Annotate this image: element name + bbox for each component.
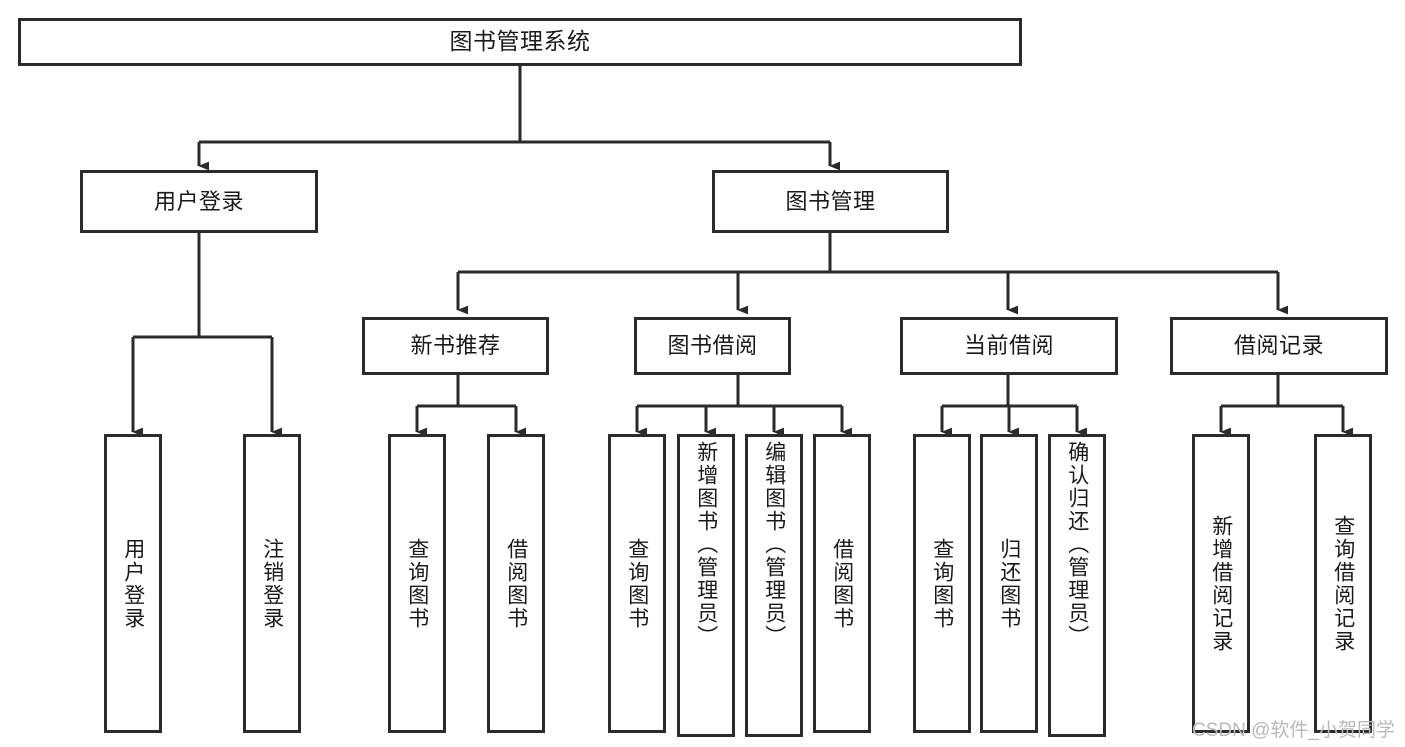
node-new-book-recommend[interactable]: 新书推荐 <box>362 317 549 375</box>
node-leaf-return-book-label: 归还图书 <box>997 537 1021 630</box>
node-leaf-user-login[interactable]: 用户登录 <box>104 434 162 733</box>
node-leaf-edit-book[interactable]: 编辑图书（管理员） <box>745 434 803 737</box>
node-root[interactable]: 图书管理系统 <box>18 18 1022 66</box>
node-leaf-query-book-1[interactable]: 查询图书 <box>388 434 446 733</box>
node-new-book-recommend-label: 新书推荐 <box>410 333 501 359</box>
node-leaf-borrow-book-2[interactable]: 借阅图书 <box>813 434 871 733</box>
node-leaf-borrow-book-1[interactable]: 借阅图书 <box>487 434 545 733</box>
node-leaf-borrow-book-2-label: 借阅图书 <box>830 537 854 630</box>
node-book-borrow[interactable]: 图书借阅 <box>634 317 791 375</box>
node-book-manage-label: 图书管理 <box>785 188 876 214</box>
node-leaf-user-logout[interactable]: 注销登录 <box>243 434 301 733</box>
node-leaf-confirm-return-label: 确认归还（管理员） <box>1065 441 1089 648</box>
node-current-borrow[interactable]: 当前借阅 <box>900 317 1118 375</box>
node-borrow-record[interactable]: 借阅记录 <box>1170 317 1388 375</box>
node-leaf-user-login-label: 用户登录 <box>121 537 145 630</box>
csdn-watermark: CSDN @软件_小贺同学 <box>1192 720 1395 741</box>
node-book-manage[interactable]: 图书管理 <box>712 170 949 233</box>
node-leaf-query-book-1-label: 查询图书 <box>405 537 429 630</box>
node-leaf-query-book-2-label: 查询图书 <box>625 537 649 630</box>
node-leaf-query-book-3[interactable]: 查询图书 <box>913 434 971 733</box>
node-leaf-edit-book-label: 编辑图书（管理员） <box>762 441 786 648</box>
node-leaf-add-record[interactable]: 新增借阅记录 <box>1192 434 1250 733</box>
node-leaf-confirm-return[interactable]: 确认归还（管理员） <box>1048 434 1106 737</box>
node-leaf-borrow-book-1-label: 借阅图书 <box>504 537 528 630</box>
node-leaf-add-book[interactable]: 新增图书（管理员） <box>677 434 735 737</box>
node-leaf-query-book-2[interactable]: 查询图书 <box>608 434 666 733</box>
node-leaf-query-record[interactable]: 查询借阅记录 <box>1314 434 1372 733</box>
node-borrow-record-label: 借阅记录 <box>1233 333 1324 359</box>
node-leaf-user-logout-label: 注销登录 <box>260 537 284 630</box>
node-user-login-label: 用户登录 <box>153 188 244 214</box>
node-leaf-query-book-3-label: 查询图书 <box>930 537 954 630</box>
node-leaf-add-record-label: 新增借阅记录 <box>1209 514 1233 653</box>
node-leaf-query-record-label: 查询借阅记录 <box>1331 514 1355 653</box>
node-user-login[interactable]: 用户登录 <box>80 170 318 233</box>
node-current-borrow-label: 当前借阅 <box>963 333 1054 359</box>
node-book-borrow-label: 图书借阅 <box>667 333 758 359</box>
node-leaf-add-book-label: 新增图书（管理员） <box>694 441 718 648</box>
node-leaf-return-book[interactable]: 归还图书 <box>980 434 1038 733</box>
node-root-label: 图书管理系统 <box>449 28 591 55</box>
